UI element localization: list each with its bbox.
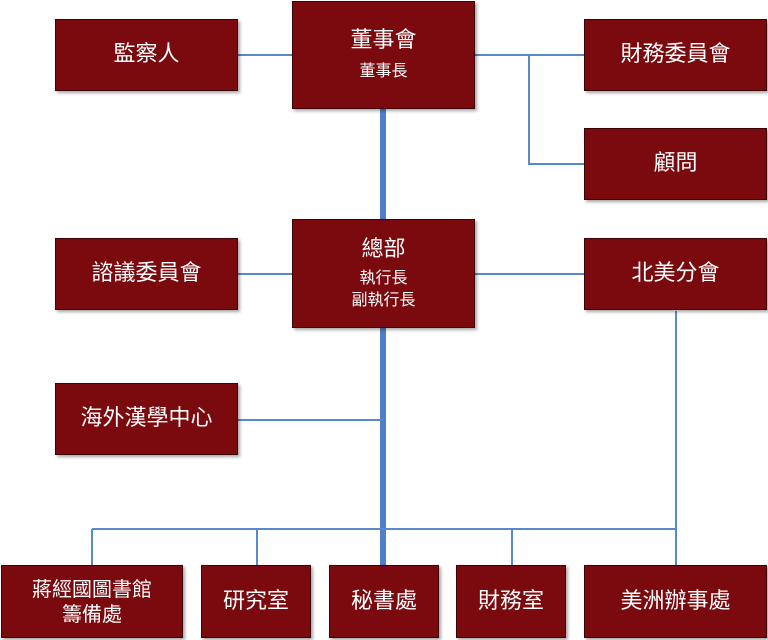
node-board-title: 董事會 [350,28,417,53]
node-headquarters-title: 總部 [361,236,406,262]
node-secretariat: 秘書處 [329,565,439,638]
node-finance-committee-title: 財務委員會 [620,42,731,67]
node-supervisor: 監察人 [55,19,238,91]
node-advisor-title: 顧問 [653,151,698,176]
node-board: 董事會 董事長 [292,1,475,109]
node-finance-committee: 財務委員會 [584,19,767,91]
line-board-advisor [528,55,585,165]
node-research-title: 研究室 [222,588,289,614]
node-americas-office-title: 美洲辦事處 [620,588,731,614]
node-sinology-center-title: 海外漢學中心 [80,406,213,431]
node-headquarters: 總部 執行長 副執行長 [292,219,475,328]
node-library-line-2: 籌備處 [62,601,122,626]
node-consultative-committee-title: 諮議委員會 [91,261,202,286]
node-consultative-committee: 諮議委員會 [55,238,238,310]
node-supervisor-title: 監察人 [113,42,180,67]
node-library-line-1: 蔣經國圖書館 [32,576,152,601]
node-finance-office-title: 財務室 [477,588,544,614]
node-advisor: 顧問 [584,128,767,200]
node-board-subtitle: 董事長 [359,61,408,80]
node-americas-office: 美洲辦事處 [584,565,767,638]
node-headquarters-line-1: 執行長 [359,267,408,287]
node-library: 蔣經國圖書館 籌備處 [1,565,183,638]
node-north-america: 北美分會 [584,238,767,310]
node-finance-office: 財務室 [456,565,566,638]
node-research: 研究室 [201,565,311,638]
node-secretariat-title: 秘書處 [350,588,417,614]
node-north-america-title: 北美分會 [631,261,720,286]
node-sinology-center: 海外漢學中心 [55,383,238,455]
node-headquarters-line-2: 副執行長 [351,289,416,309]
